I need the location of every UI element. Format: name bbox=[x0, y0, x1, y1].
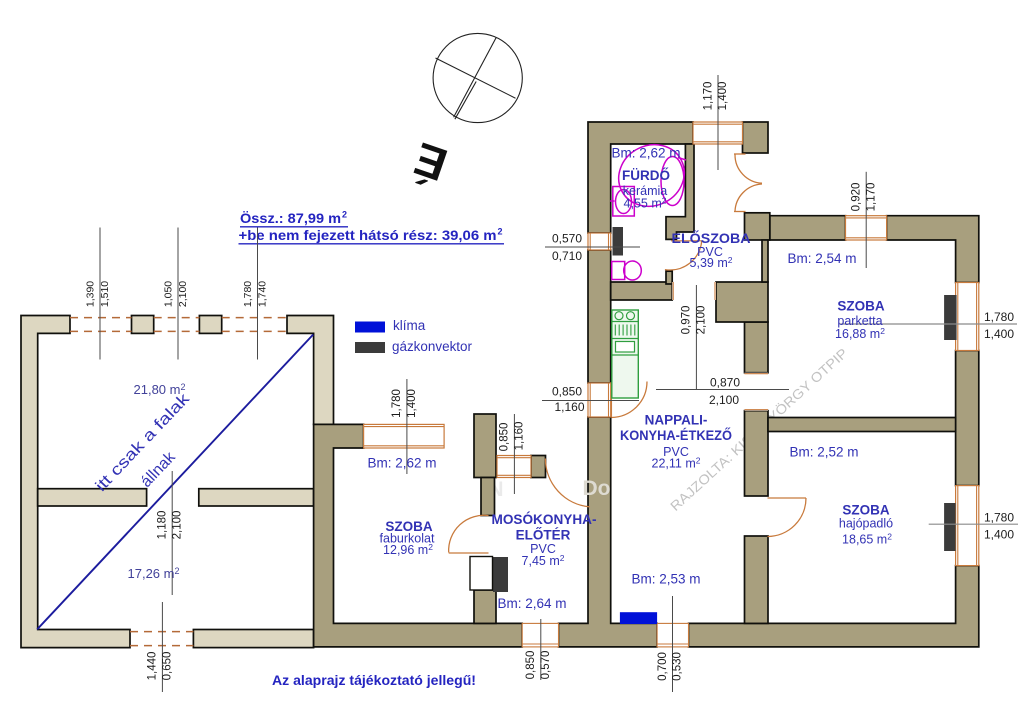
svg-text:MOSÓKONYHA-: MOSÓKONYHA- bbox=[492, 512, 597, 527]
svg-text:1,160: 1,160 bbox=[514, 422, 526, 451]
svg-text:1,780: 1,780 bbox=[984, 310, 1014, 324]
svg-text:NAPPALI-: NAPPALI- bbox=[645, 413, 708, 428]
svg-text:1,780: 1,780 bbox=[242, 281, 254, 307]
svg-text:2,100: 2,100 bbox=[171, 511, 183, 540]
svg-text:0,570: 0,570 bbox=[552, 232, 582, 246]
svg-text:klíma: klíma bbox=[393, 318, 426, 333]
svg-text:0,970: 0,970 bbox=[681, 306, 693, 335]
svg-text:SZOBA: SZOBA bbox=[385, 519, 433, 534]
svg-text:0,650: 0,650 bbox=[162, 652, 174, 681]
svg-text:PVC: PVC bbox=[663, 445, 689, 459]
svg-text:0,710: 0,710 bbox=[552, 249, 582, 263]
svg-text:2,100: 2,100 bbox=[709, 393, 739, 407]
svg-text:Bm: 2,53 m: Bm: 2,53 m bbox=[631, 572, 700, 587]
svg-text:2: 2 bbox=[342, 210, 347, 220]
svg-text:1,400: 1,400 bbox=[406, 389, 418, 418]
svg-text:12,96 m2: 12,96 m2 bbox=[383, 542, 433, 557]
svg-text:ELŐSZOBA: ELŐSZOBA bbox=[672, 231, 751, 246]
svg-text:0,850: 0,850 bbox=[552, 385, 582, 399]
svg-text:1,510: 1,510 bbox=[99, 281, 111, 307]
svg-text:1,780: 1,780 bbox=[984, 511, 1014, 525]
svg-text:21,80 m2: 21,80 m2 bbox=[134, 382, 186, 397]
svg-text:1,180: 1,180 bbox=[157, 511, 169, 540]
svg-text:1,170: 1,170 bbox=[865, 183, 877, 212]
svg-text:0,530: 0,530 bbox=[672, 652, 684, 681]
svg-text:1,740: 1,740 bbox=[257, 281, 269, 307]
svg-text:kerámia: kerámia bbox=[623, 184, 668, 198]
svg-text:Bm: 2,62 m: Bm: 2,62 m bbox=[611, 146, 680, 161]
svg-text:Az alaprajz tájékoztató jelleg: Az alaprajz tájékoztató jellegű! bbox=[272, 672, 476, 688]
svg-text:Bm: 2,52 m: Bm: 2,52 m bbox=[789, 445, 858, 460]
svg-text:2,100: 2,100 bbox=[177, 281, 189, 307]
svg-text:SZOBA: SZOBA bbox=[837, 299, 885, 314]
svg-text:PVC: PVC bbox=[697, 245, 723, 259]
svg-text:parketta: parketta bbox=[837, 314, 882, 328]
svg-text:0,850: 0,850 bbox=[525, 651, 537, 680]
svg-text:Össz.: 87,99 m: Össz.: 87,99 m bbox=[240, 211, 341, 226]
svg-text:hajópadló: hajópadló bbox=[839, 517, 893, 531]
svg-text:16,88 m2: 16,88 m2 bbox=[835, 326, 885, 341]
svg-text:18,65 m2: 18,65 m2 bbox=[842, 532, 892, 547]
svg-text:22,11 m2: 22,11 m2 bbox=[652, 456, 701, 471]
svg-text:1,390: 1,390 bbox=[84, 281, 96, 307]
svg-text:0,570: 0,570 bbox=[540, 651, 552, 680]
svg-text:Bm: 2,62 m: Bm: 2,62 m bbox=[367, 456, 436, 471]
svg-text:KONYHA-ÉTKEZŐ: KONYHA-ÉTKEZŐ bbox=[620, 428, 732, 443]
svg-text:PVC: PVC bbox=[530, 542, 556, 556]
svg-text:1,400: 1,400 bbox=[984, 528, 1014, 542]
svg-text:SZOBA: SZOBA bbox=[842, 503, 890, 518]
svg-text:1,440: 1,440 bbox=[147, 652, 159, 681]
svg-text:1,050: 1,050 bbox=[162, 281, 174, 307]
svg-text:0,870: 0,870 bbox=[710, 376, 740, 390]
svg-text:0,920: 0,920 bbox=[851, 183, 863, 212]
svg-text:17,26 m2: 17,26 m2 bbox=[128, 566, 180, 581]
svg-text:1,780: 1,780 bbox=[391, 389, 403, 418]
svg-text:1,170: 1,170 bbox=[702, 82, 714, 111]
svg-text:4,55 m2: 4,55 m2 bbox=[624, 196, 667, 211]
svg-text:0,700: 0,700 bbox=[657, 652, 669, 681]
svg-text:1,400: 1,400 bbox=[717, 82, 729, 111]
svg-text:faburkolat: faburkolat bbox=[380, 532, 435, 546]
svg-text:1,160: 1,160 bbox=[554, 400, 584, 414]
svg-text:0,850: 0,850 bbox=[499, 423, 511, 452]
svg-text:1,400: 1,400 bbox=[984, 327, 1014, 341]
svg-text:7,45 m2: 7,45 m2 bbox=[522, 553, 565, 568]
svg-text:+be nem fejezett hátsó rész: 3: +be nem fejezett hátsó rész: 39,06 m bbox=[239, 228, 497, 243]
svg-text:ELŐTÉR: ELŐTÉR bbox=[516, 528, 571, 543]
svg-text:5,39 m2: 5,39 m2 bbox=[690, 255, 733, 270]
svg-text:2: 2 bbox=[498, 227, 503, 237]
svg-text:gázkonvektor: gázkonvektor bbox=[392, 339, 473, 354]
svg-text:Do: Do bbox=[583, 477, 611, 500]
svg-text:FÜRDŐ: FÜRDŐ bbox=[622, 168, 670, 183]
svg-text:Bm: 2,64 m: Bm: 2,64 m bbox=[497, 596, 566, 611]
svg-text:2,100: 2,100 bbox=[696, 306, 708, 335]
svg-text:Bm: 2,54 m: Bm: 2,54 m bbox=[787, 251, 856, 266]
